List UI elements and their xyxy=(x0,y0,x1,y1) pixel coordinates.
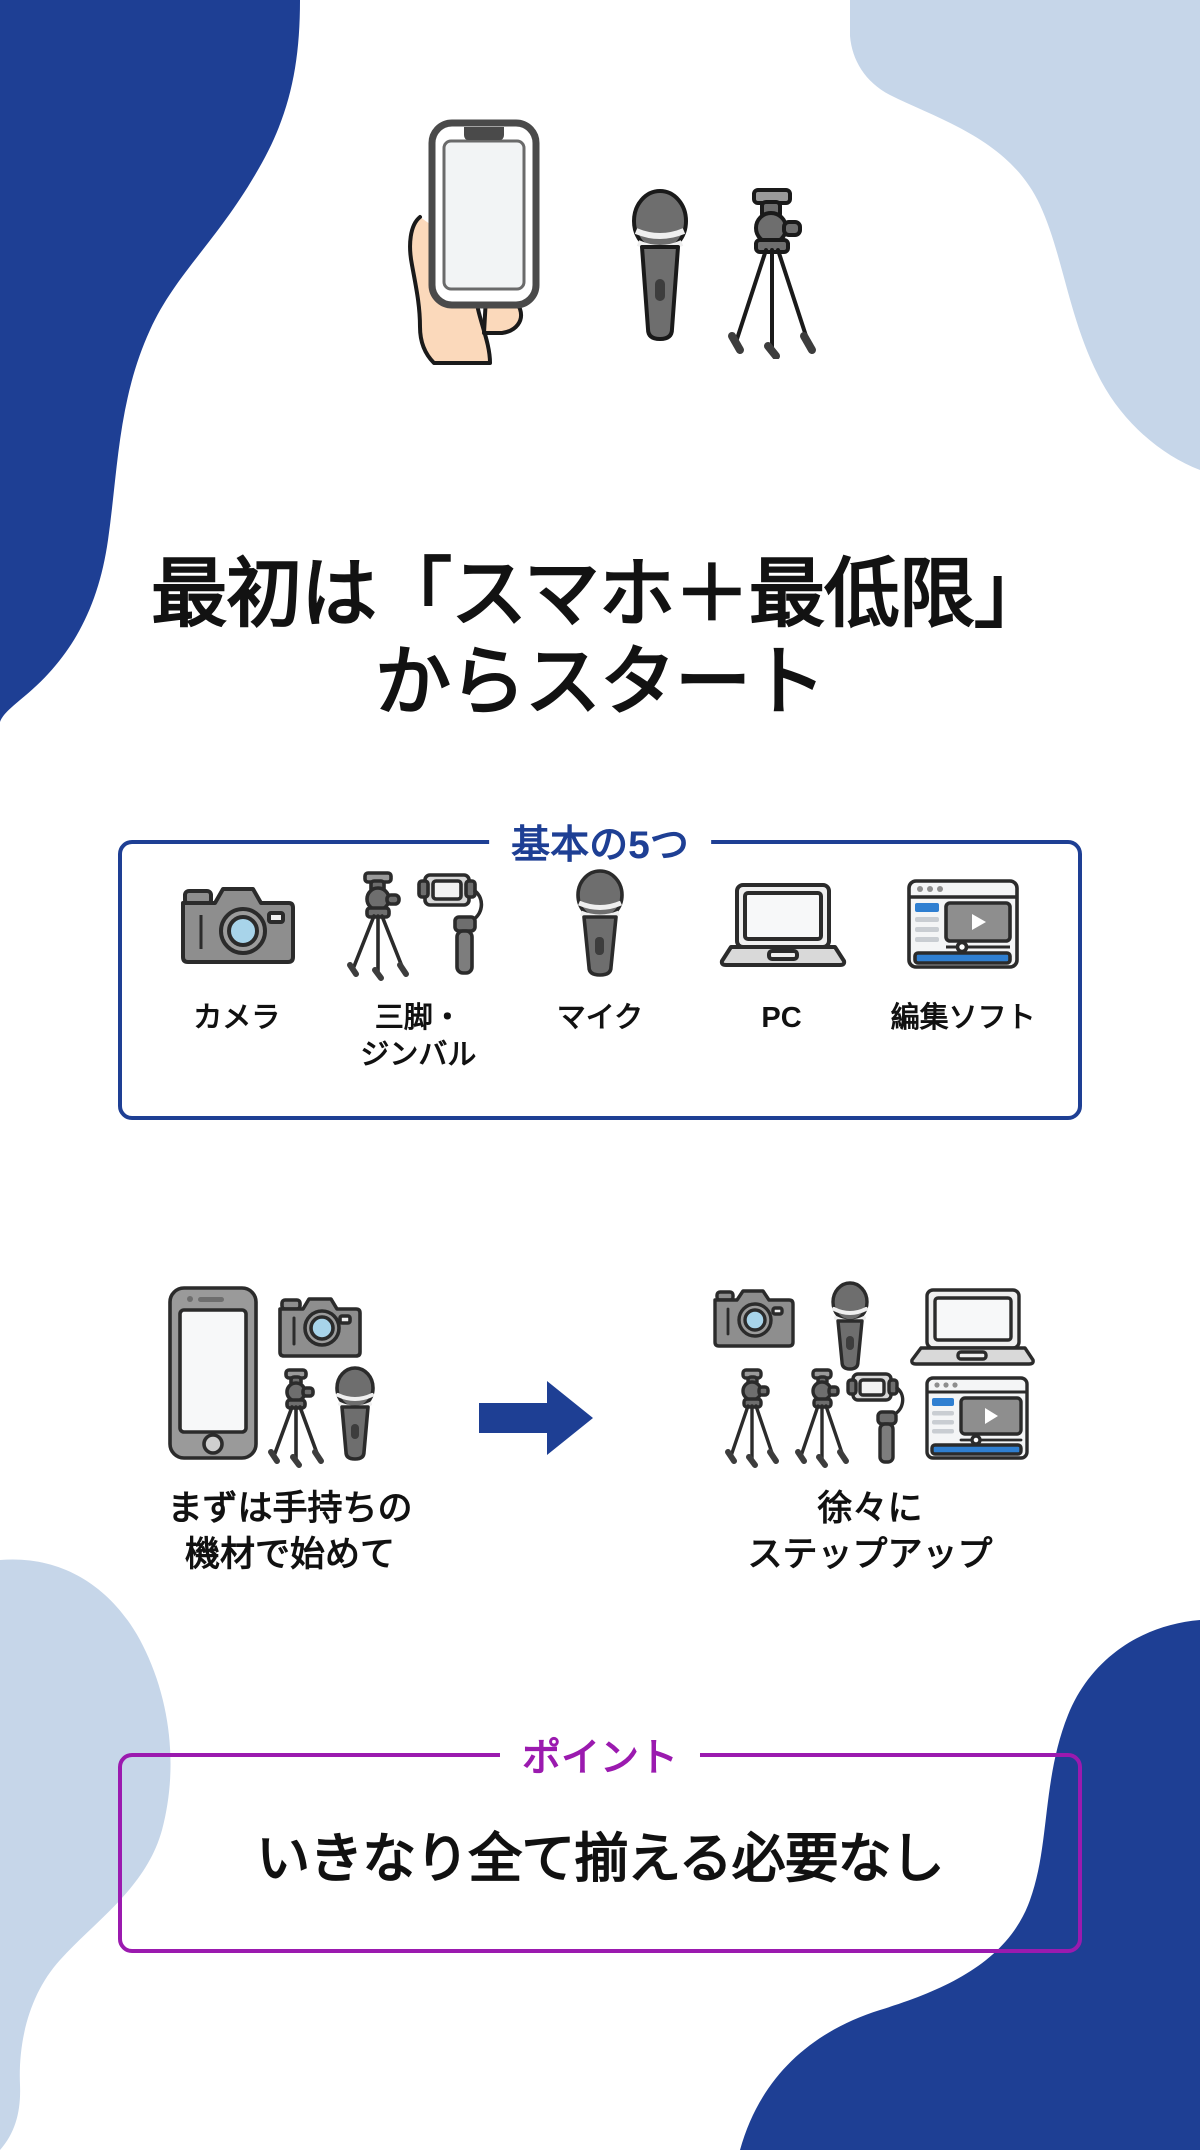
point-card-heading: ポイント xyxy=(499,1727,701,1783)
comparison-before-icons xyxy=(140,1265,440,1480)
camera-icon xyxy=(177,866,297,984)
microphone-icon xyxy=(335,1366,375,1461)
laptop-icon xyxy=(910,1288,1035,1366)
editing-software-icon xyxy=(904,866,1022,984)
point-card: ポイント いきなり全て揃える必要なし xyxy=(118,1727,1082,1953)
microphone-icon xyxy=(632,189,688,341)
hand-holding-smartphone-icon xyxy=(408,119,540,365)
basics-item-pc: PC xyxy=(696,866,868,1037)
basics-card-heading: 基本の5つ xyxy=(489,814,711,870)
basics-item-label: カメラ xyxy=(193,1002,281,1034)
basics-icon-row: カメラ xyxy=(122,866,1078,1074)
basics-card: 基本の5つ xyxy=(118,814,1082,1120)
tripod-icon xyxy=(268,1368,324,1468)
tripod-icon xyxy=(725,1368,779,1468)
microphone-icon xyxy=(831,1281,869,1371)
basics-item-label: 三脚・ ジンバル xyxy=(360,1002,477,1072)
comparison-before-caption: まずは手持ちの 機材で始めて xyxy=(167,1489,413,1574)
tripod-icon xyxy=(795,1368,849,1468)
editing-software-icon xyxy=(925,1376,1029,1460)
right-arrow-icon xyxy=(477,1373,597,1463)
basics-item-editing-software: 編集ソフト xyxy=(877,866,1049,1037)
basics-item-label: 編集ソフト xyxy=(890,1002,1036,1034)
basics-item-label: PC xyxy=(761,1002,802,1034)
basics-item-label: マイク xyxy=(556,1002,644,1034)
comparison-before: まずは手持ちの 機材で始めて xyxy=(60,1265,520,1577)
blob-bottom-right xyxy=(740,1620,1200,2150)
title-line-1: 最初は「スマホ＋最低限」 xyxy=(151,551,1050,637)
blob-top-left xyxy=(0,0,300,722)
blob-bottom-left xyxy=(0,1559,171,2150)
microphone-icon xyxy=(565,866,635,984)
basics-item-microphone: マイク xyxy=(514,866,686,1037)
title-line-2: からスタート xyxy=(375,640,826,726)
point-card-text: いきなり全て揃える必要なし xyxy=(256,1828,944,1889)
tripod-icon xyxy=(728,188,816,359)
laptop-icon xyxy=(717,866,847,984)
comparison-after-icons xyxy=(705,1265,1035,1480)
comparison-after: 徐々に ステップアップ xyxy=(640,1265,1100,1577)
basics-item-camera: カメラ xyxy=(151,866,323,1037)
tripod-gimbal-icon xyxy=(343,866,493,984)
progression-comparison: まずは手持ちの 機材で始めて xyxy=(0,1265,1200,1625)
camera-icon xyxy=(713,1289,795,1348)
gimbal-icon xyxy=(846,1372,905,1464)
blob-top-right xyxy=(850,0,1200,470)
page-title: 最初は「スマホ＋最低限」 からスタート xyxy=(0,551,1200,727)
comparison-after-caption: 徐々に ステップアップ xyxy=(747,1489,993,1574)
basics-item-tripod-gimbal: 三脚・ ジンバル xyxy=(332,866,504,1074)
smartphone-icon xyxy=(168,1286,258,1460)
camera-icon xyxy=(278,1297,362,1358)
hero-illustration xyxy=(0,95,1200,365)
